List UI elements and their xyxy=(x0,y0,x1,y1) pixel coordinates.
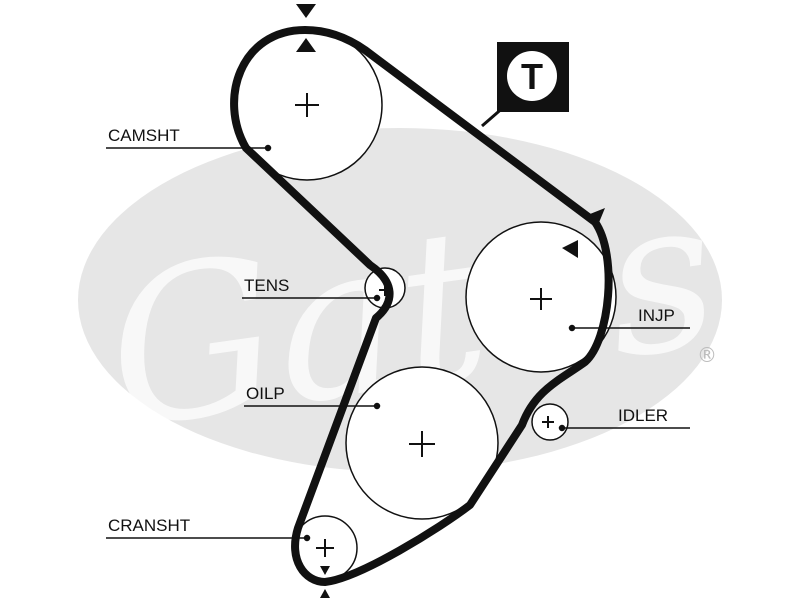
tensioner-badge: T xyxy=(481,42,569,128)
injection-pump-leader-dot xyxy=(568,324,576,332)
tensioner-label: TENS xyxy=(244,276,289,295)
injection-pump-label: INJP xyxy=(638,306,675,325)
camshaft-label: CAMSHT xyxy=(108,126,180,145)
tensioner-leader-dot xyxy=(373,294,381,302)
injection-pump-center-cross xyxy=(530,288,552,310)
watermark-registered-mark: ® xyxy=(697,343,717,367)
injection-timing-arrow-outer xyxy=(590,208,605,225)
oil-pump-center-cross xyxy=(409,431,435,457)
crankshaft-label: CRANSHT xyxy=(108,516,190,535)
tensioner-badge-letter: T xyxy=(521,56,543,97)
crankshaft-timing-arrow-inner xyxy=(320,566,330,575)
camshaft-timing-arrow-outer xyxy=(296,4,316,18)
camshaft-center-cross xyxy=(295,93,319,117)
idler-leader-dot xyxy=(558,424,566,432)
tensioner-badge-circle xyxy=(507,51,557,101)
oil-pump-leader-dot xyxy=(373,402,381,410)
pulley-labels: CAMSHT TENS OILP CRANSHT INJP IDLER xyxy=(108,126,675,535)
pulley-centers xyxy=(295,93,554,557)
oil-pump-label: OILP xyxy=(246,384,285,403)
idler-center-cross xyxy=(542,416,554,428)
timing-marks xyxy=(296,4,605,598)
leader-lines xyxy=(106,144,690,542)
camshaft-timing-arrow-inner xyxy=(296,38,316,52)
camshaft-leader-dot xyxy=(264,144,272,152)
injection-timing-arrow-inner xyxy=(562,240,578,258)
crankshaft-center-cross xyxy=(316,539,334,557)
crankshaft-leader-dot xyxy=(303,534,311,542)
crankshaft-timing-arrow-outer xyxy=(320,589,330,598)
idler-label: IDLER xyxy=(618,406,668,425)
